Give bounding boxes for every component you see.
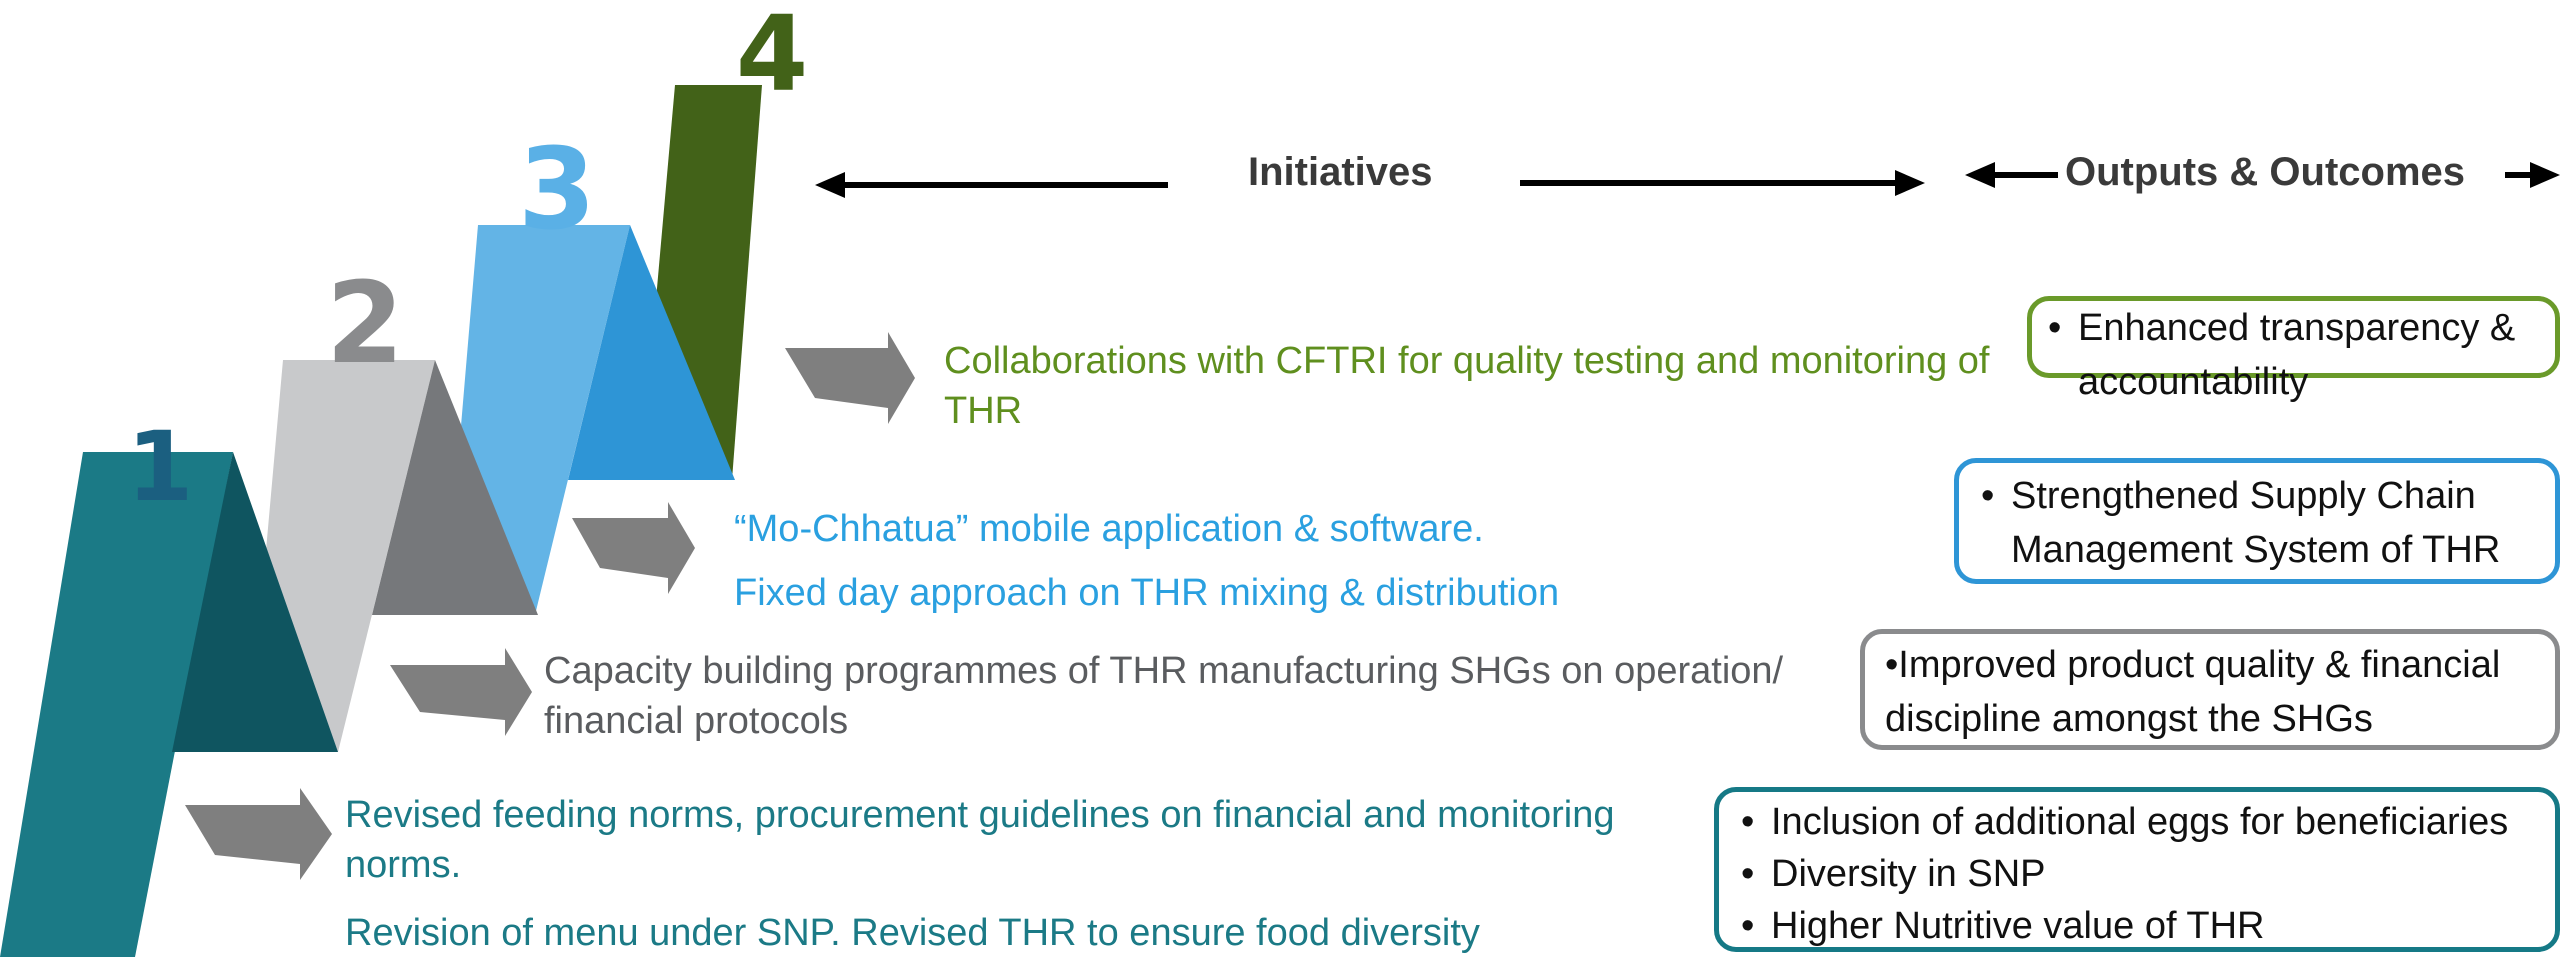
output-box-step-4: Enhanced transparency & accountability — [2027, 296, 2560, 403]
arrow-step-4 — [785, 332, 915, 424]
output-box-step-3: Strengthened Supply Chain Management Sys… — [1954, 458, 2560, 584]
step-number-4: 4 — [736, 0, 808, 115]
arrow-step-3 — [572, 502, 695, 594]
step-number-2: 2 — [326, 259, 404, 389]
step-1-block — [0, 452, 233, 957]
initiative-step-3-line-1: “Mo-Chhatua” mobile application & softwa… — [734, 508, 1484, 550]
output-item: Strengthened Supply Chain Management Sys… — [1973, 469, 2545, 577]
initiative-step-1-line-1: Revised feeding norms, procurement guide… — [345, 794, 1615, 886]
output-item: Inclusion of additional eggs for benefic… — [1733, 796, 2545, 848]
output-item: Diversity in SNP — [1733, 848, 2545, 900]
header-outputs-outcomes: Outputs & Outcomes — [2065, 150, 2466, 194]
output-item: •Improved product quality & financial di… — [1885, 644, 2501, 740]
step-number-1: 1 — [127, 411, 194, 523]
initiative-step-1-line-2: Revision of menu under SNP. Revised THR … — [345, 912, 1480, 954]
step-number-3: 3 — [518, 125, 596, 255]
initiative-step-2: Capacity building programmes of THR manu… — [544, 650, 1784, 742]
arrowhead-left-initiatives — [815, 172, 845, 198]
initiative-step-4: Collaborations with CFTRI for quality te… — [944, 340, 1990, 432]
arrow-step-2 — [390, 648, 532, 736]
arrowhead-right-outputs — [2530, 162, 2560, 188]
output-box-step-1: Inclusion of additional eggs for benefic… — [1714, 787, 2560, 952]
output-item: Enhanced transparency & accountability — [2040, 301, 2545, 409]
step-1-shadow — [172, 452, 338, 752]
arrowhead-right-initiatives — [1895, 170, 1925, 196]
output-box-step-2: •Improved product quality & financial di… — [1860, 629, 2560, 750]
header-initiatives: Initiatives — [1248, 150, 1433, 194]
step-2-shadow — [372, 360, 538, 615]
initiative-step-3-line-2: Fixed day approach on THR mixing & distr… — [734, 572, 1560, 614]
arrowhead-left-outputs — [1965, 162, 1995, 188]
step-3-shadow — [568, 225, 735, 480]
arrow-step-1 — [185, 788, 332, 880]
output-item: Higher Nutritive value of THR — [1733, 900, 2545, 952]
